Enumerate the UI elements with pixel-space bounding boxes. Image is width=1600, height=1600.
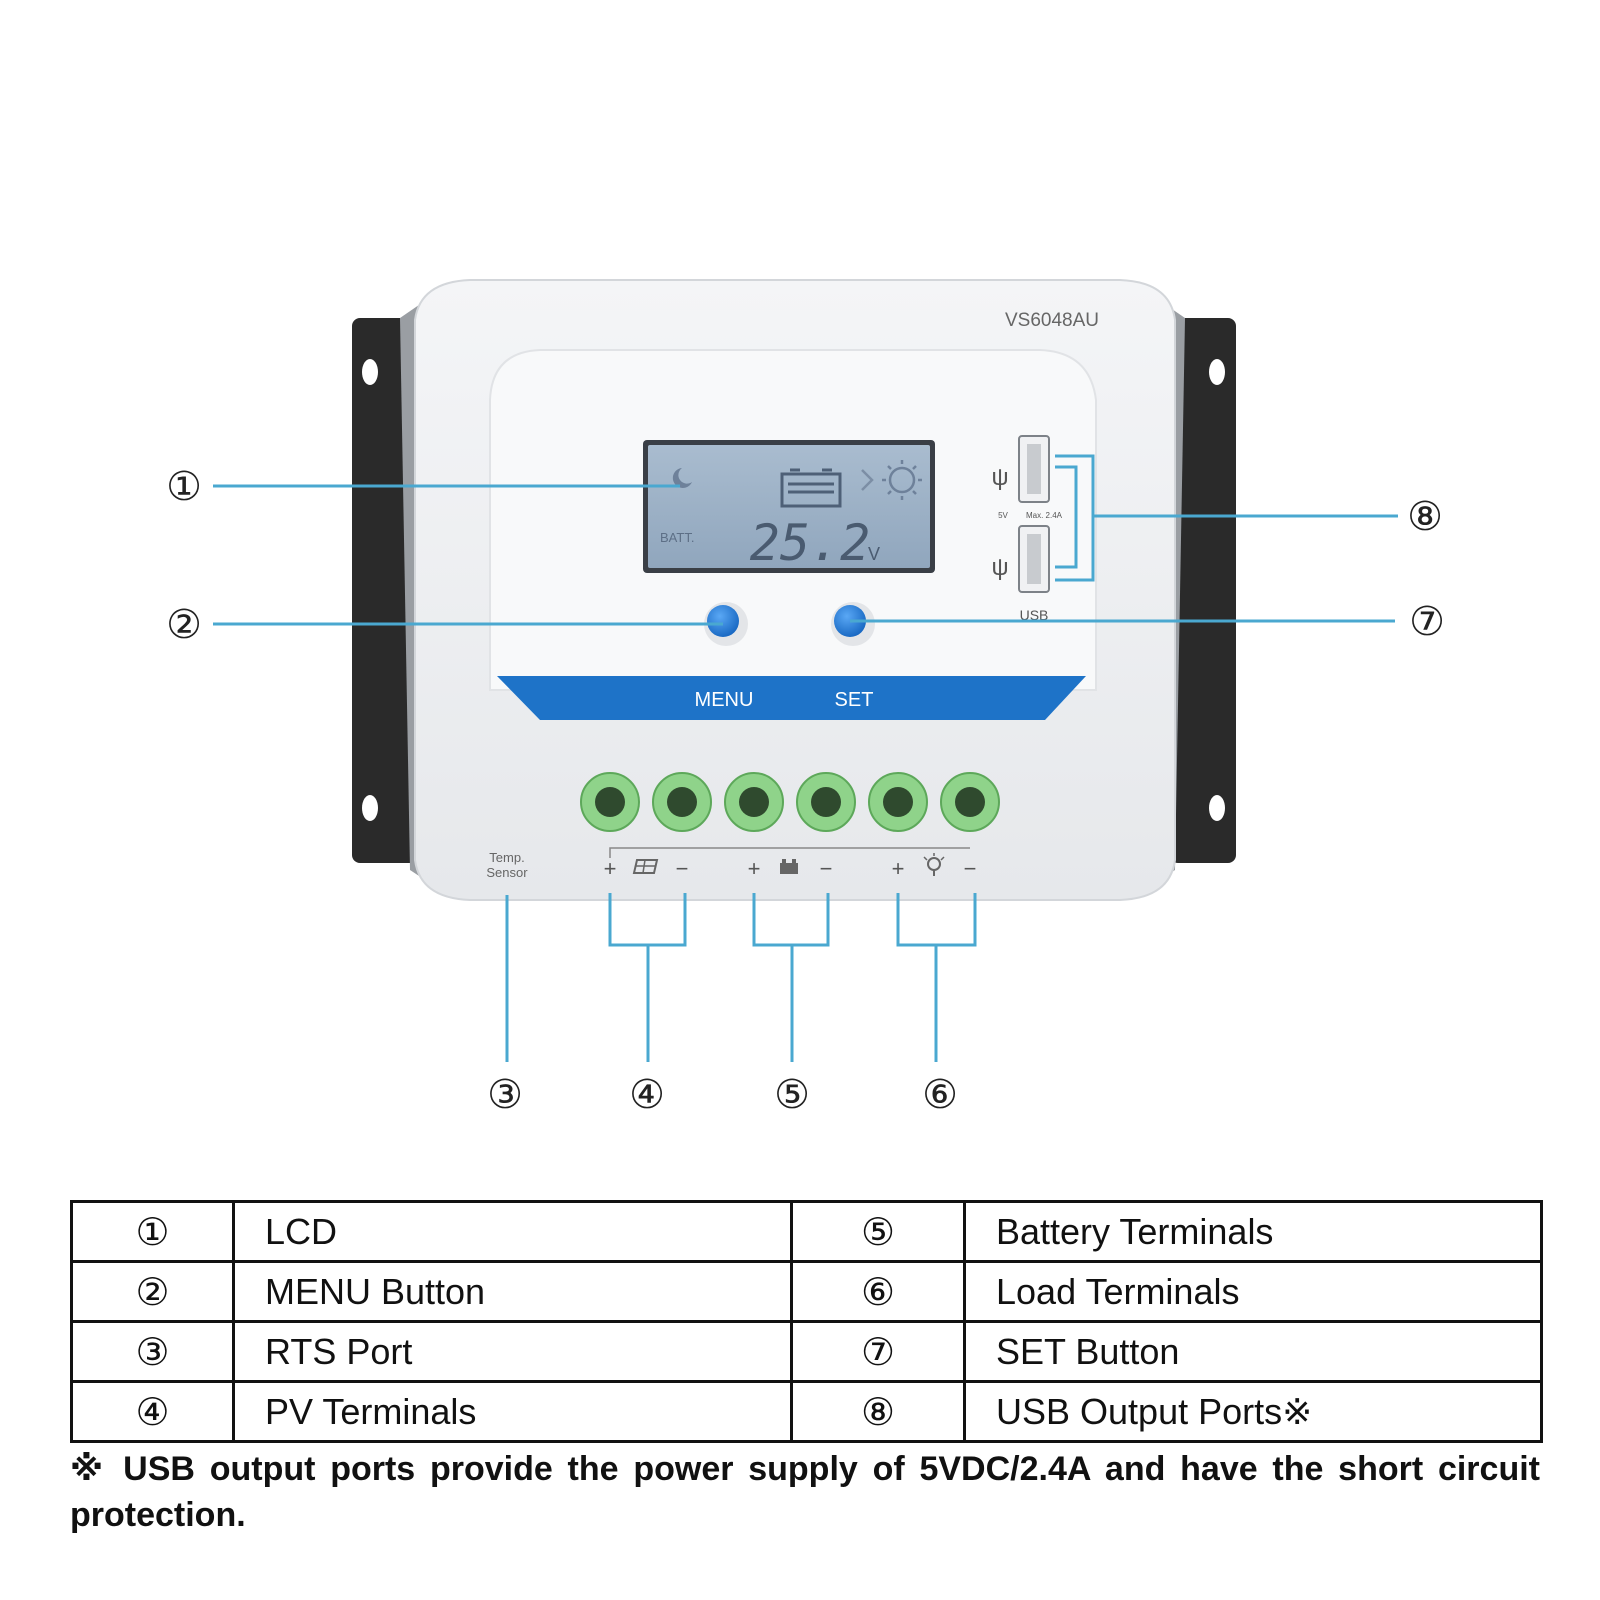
legend-number: ④: [70, 1380, 235, 1443]
terminals: [580, 772, 1000, 832]
temp-sensor-label-line1: Temp.: [489, 850, 524, 865]
footnote: ※ USB output ports provide the power sup…: [70, 1450, 1540, 1534]
callout-number-5: ⑤: [774, 1072, 810, 1118]
lcd-reading: 25.2: [750, 514, 870, 572]
load-minus-terminal[interactable]: [940, 772, 1000, 832]
lcd-screen: BATT. 25.2 V: [643, 440, 935, 573]
moon-icon: [672, 468, 692, 488]
usb-port-upper[interactable]: [1018, 435, 1050, 503]
table-row: ③ RTS Port ⑦ SET Button: [70, 1320, 1543, 1383]
callout-number-1: ①: [166, 464, 202, 510]
load-plus-sign: +: [892, 856, 905, 881]
usb-label: USB: [1020, 607, 1049, 623]
load-minus-sign: −: [964, 856, 977, 881]
legend-label: MENU Button: [232, 1260, 793, 1323]
battery-small-icon: [780, 859, 798, 874]
battery-plus-sign: +: [748, 856, 761, 881]
pv-plus-terminal[interactable]: [580, 772, 640, 832]
controller-diagram: VS6048AU BATT. 25.2 V: [166, 279, 1445, 1118]
legend-label: USB Output Ports※: [963, 1380, 1543, 1443]
lcd-batt-label: BATT.: [660, 530, 694, 545]
usb-voltage-label: 5V: [998, 511, 1008, 520]
load-plus-terminal[interactable]: [868, 772, 928, 832]
lcd-unit: V: [868, 544, 880, 564]
callout-lines: [213, 454, 1398, 1062]
legend-number: ⑥: [790, 1260, 966, 1323]
pv-minus-sign: −: [676, 856, 689, 881]
terminal-divider-line: [609, 847, 970, 858]
usb-max-label: Max. 2.4A: [1026, 511, 1063, 520]
legend-label: RTS Port: [232, 1320, 793, 1383]
legend-number: ⑦: [790, 1320, 966, 1383]
legend-number: ①: [70, 1200, 235, 1263]
lightbulb-icon: [923, 853, 945, 876]
pv-plus-sign: +: [604, 856, 617, 881]
table-row: ④ PV Terminals ⑧ USB Output Ports※: [70, 1380, 1543, 1443]
callout-bracket-8-outer: [1055, 454, 1095, 582]
sun-icon: [882, 460, 922, 500]
temp-sensor-label-line2: Sensor: [486, 865, 528, 880]
callout-bracket-8-inner: [1055, 465, 1078, 569]
pv-minus-terminal[interactable]: [652, 772, 712, 832]
legend-number: ⑧: [790, 1380, 966, 1443]
blue-label-strip: [497, 676, 1086, 720]
legend-number: ②: [70, 1260, 235, 1323]
legend-number: ⑤: [790, 1200, 966, 1263]
table-row: ① LCD ⑤ Battery Terminals: [70, 1200, 1543, 1263]
battery-plus-terminal[interactable]: [724, 772, 784, 832]
legend-table: ① LCD ⑤ Battery Terminals ② MENU Button …: [70, 1200, 1543, 1443]
usb-port-lower[interactable]: [1018, 525, 1050, 593]
right-mounting-bracket: [1170, 318, 1236, 863]
set-label: SET: [835, 689, 874, 711]
arrow-icon: [861, 469, 874, 491]
model-label: VS6048AU: [1005, 310, 1099, 331]
solar-panel-icon: [632, 859, 659, 874]
legend-label: Load Terminals: [963, 1260, 1543, 1323]
callout-number-7: ⑦: [1409, 599, 1445, 645]
usb-symbol-icon: ψ: [991, 464, 1008, 491]
callout-number-6: ⑥: [922, 1072, 958, 1118]
usb-symbol-icon: ψ: [991, 554, 1008, 581]
table-row: ② MENU Button ⑥ Load Terminals: [70, 1260, 1543, 1323]
left-mounting-bracket: [352, 318, 418, 863]
callout-number-3: ③: [487, 1072, 523, 1118]
menu-button[interactable]: [707, 605, 739, 637]
callout-number-2: ②: [166, 602, 202, 648]
legend-label: Battery Terminals: [963, 1200, 1543, 1263]
battery-minus-sign: −: [820, 856, 833, 881]
legend-label: SET Button: [963, 1320, 1543, 1383]
legend-number: ③: [70, 1320, 235, 1383]
battery-minus-terminal[interactable]: [796, 772, 856, 832]
battery-icon: [780, 468, 842, 508]
menu-label: MENU: [695, 689, 754, 711]
callout-number-8: ⑧: [1407, 494, 1443, 540]
callout-number-4: ④: [629, 1072, 665, 1118]
legend-label: LCD: [232, 1200, 793, 1263]
legend-label: PV Terminals: [232, 1380, 793, 1443]
